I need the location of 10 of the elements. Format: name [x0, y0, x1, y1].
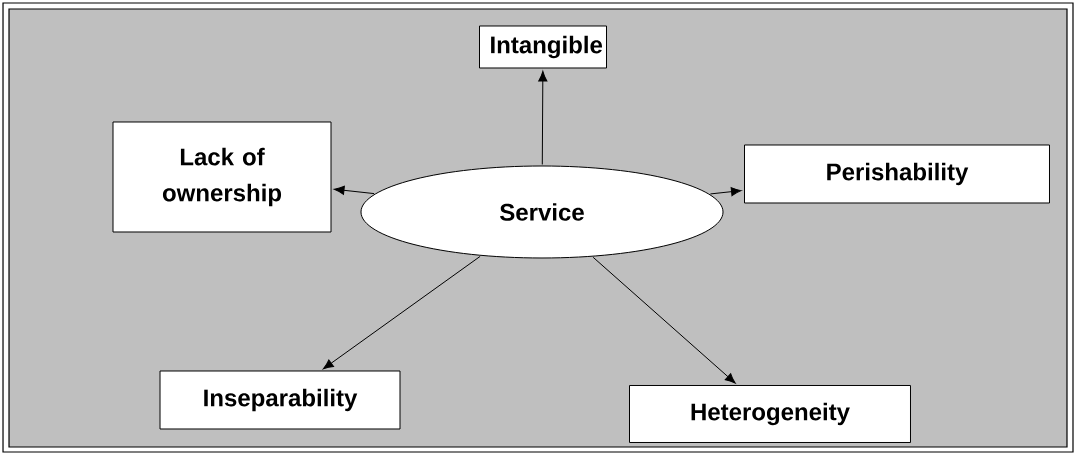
arrow	[333, 185, 375, 195]
arrow	[322, 255, 481, 370]
label-box: Lack of ownership	[112, 121, 332, 233]
arrow	[538, 70, 548, 165]
label-box: Heterogeneity	[629, 385, 911, 443]
arrow	[709, 187, 742, 197]
label-box: Inseparability	[159, 370, 401, 430]
label-box: Intangible	[479, 25, 607, 69]
label-box: Perishability	[744, 144, 1050, 204]
arrow	[592, 256, 736, 384]
